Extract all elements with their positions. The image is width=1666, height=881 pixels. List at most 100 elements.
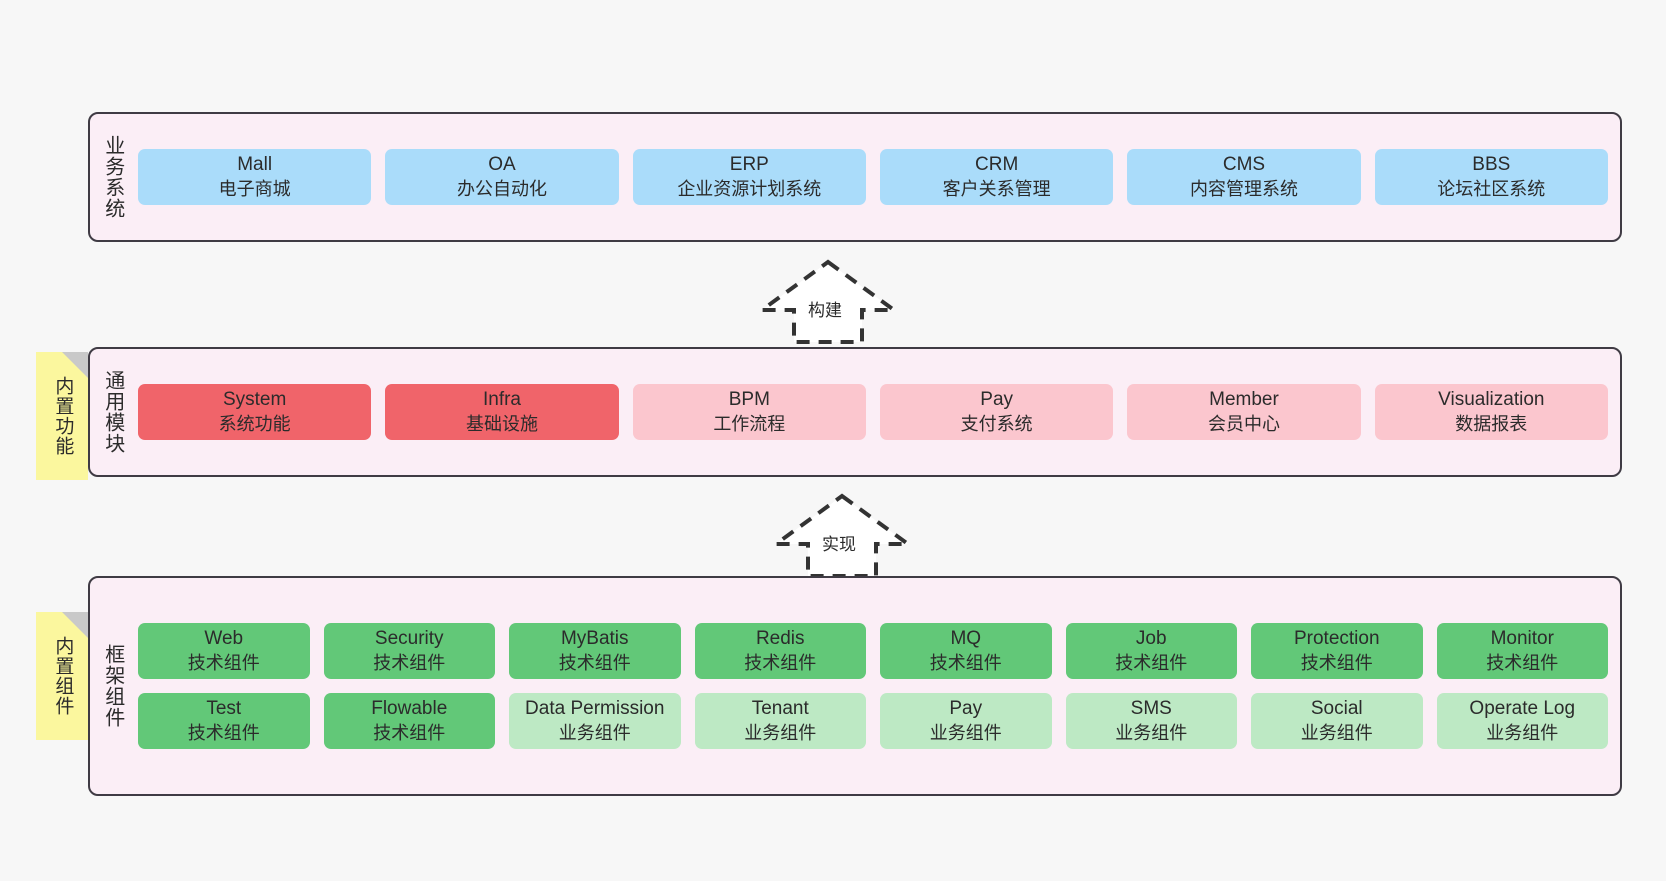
module-name-en: Data Permission [525,698,665,719]
connector-implement-arrow: 实现 [769,492,915,578]
module-card-cms[interactable]: CMS 内容管理系统 [1127,148,1361,206]
layer-title-business-system: 业务系统 [101,135,124,219]
module-card-oa[interactable]: OA 办公自动化 [385,148,619,206]
module-name-en: System [222,388,287,410]
module-name-cn: 办公自动化 [456,178,547,199]
module-card-tenant[interactable]: Tenant 业务组件 [694,693,866,750]
layer-framework-component: 框架组件 Web 技术组件 Security 技术组件 MyBatis 技术组件… [88,576,1622,796]
module-name-cn: 内容管理系统 [1189,178,1298,199]
module-name-cn: 基础设施 [465,413,538,434]
module-name-en: BPM [728,388,770,410]
layer-title-framework-component: 框架组件 [101,644,124,728]
module-name-en: ERP [729,153,769,175]
module-name-en: Tenant [751,698,809,719]
row-tech-components: Web 技术组件 Security 技术组件 MyBatis 技术组件 Redi… [138,622,1608,679]
module-card-crm[interactable]: CRM 客户关系管理 [879,148,1114,206]
module-name-cn: 工作流程 [713,413,786,434]
module-name-en: Operate Log [1469,698,1576,719]
module-name-en: OA [488,153,516,175]
module-card-data-permission[interactable]: Data Permission 业务组件 [509,693,681,750]
module-name-cn: 技术组件 [373,722,446,743]
module-name-cn: 电子商城 [218,178,291,199]
module-card-flowable[interactable]: Flowable 技术组件 [323,693,495,750]
module-name-cn: 论坛社区系统 [1437,178,1546,199]
module-card-job[interactable]: Job 技术组件 [1065,622,1237,679]
module-card-mall[interactable]: Mall 电子商城 [138,148,372,206]
row-business-systems: Mall 电子商城 OA 办公自动化 ERP 企业资源计划系统 CRM 客户关系… [138,148,1608,206]
layer-common-module: 通用模块 System 系统功能 Infra 基础设施 BPM 工作流程 Pay… [88,347,1622,477]
module-name-cn: 业务组件 [558,722,631,743]
module-card-mq[interactable]: MQ 技术组件 [880,622,1052,679]
module-name-cn: 技术组件 [1486,652,1559,673]
sticky-note-builtin-function: 内置功能 [36,352,88,480]
module-name-cn: 技术组件 [1300,652,1373,673]
note-fold-icon [62,612,88,638]
module-card-sms[interactable]: SMS 业务组件 [1065,693,1237,750]
sticky-note-text: 内置组件 [52,636,74,716]
module-card-monitor[interactable]: Monitor 技术组件 [1436,622,1608,679]
module-name-en: Redis [755,627,805,649]
module-name-en: Social [1310,698,1363,719]
module-name-en: Pay [949,698,983,719]
module-name-cn: 业务组件 [929,722,1002,743]
module-card-system[interactable]: System 系统功能 [138,383,372,441]
layer-title-common-module: 通用模块 [101,370,124,454]
module-card-visualization[interactable]: Visualization 数据报表 [1374,383,1608,441]
module-name-cn: 技术组件 [1115,652,1188,673]
layer-body-framework-component: Web 技术组件 Security 技术组件 MyBatis 技术组件 Redi… [134,578,1620,794]
row-business-components: Test 技术组件 Flowable 技术组件 Data Permission … [138,693,1608,750]
module-card-pay[interactable]: Pay 支付系统 [879,383,1114,441]
layer-body-business-system: Mall 电子商城 OA 办公自动化 ERP 企业资源计划系统 CRM 客户关系… [134,114,1620,240]
module-card-erp[interactable]: ERP 企业资源计划系统 [632,148,866,206]
module-name-en: Infra [482,388,521,410]
connector-build-label: 构建 [808,301,842,320]
module-name-en: CMS [1222,153,1266,175]
module-name-cn: 技术组件 [187,652,260,673]
module-name-cn: 业务组件 [744,722,817,743]
module-name-cn: 会员中心 [1207,413,1280,434]
module-card-test[interactable]: Test 技术组件 [138,693,310,750]
module-name-en: CRM [975,153,1019,175]
module-name-en: Security [374,627,444,649]
connector-build-arrow: 构建 [755,258,901,344]
module-card-pay-component[interactable]: Pay 业务组件 [880,693,1052,750]
module-card-social[interactable]: Social 业务组件 [1251,693,1423,750]
module-name-cn: 技术组件 [187,722,260,743]
module-name-en: Protection [1293,627,1380,649]
module-card-security[interactable]: Security 技术组件 [323,622,495,679]
module-card-redis[interactable]: Redis 技术组件 [694,622,866,679]
module-name-cn: 系统功能 [218,413,291,434]
module-card-mybatis[interactable]: MyBatis 技术组件 [509,622,681,679]
module-card-infra[interactable]: Infra 基础设施 [385,383,619,441]
layer-business-system: 业务系统 Mall 电子商城 OA 办公自动化 ERP 企业资源计划系统 CRM… [88,112,1622,242]
module-card-operate-log[interactable]: Operate Log 业务组件 [1436,693,1608,750]
module-name-cn: 技术组件 [929,652,1002,673]
module-name-en: Member [1209,388,1279,410]
module-name-cn: 支付系统 [960,413,1033,434]
connector-implement-label: 实现 [822,535,856,554]
note-fold-icon [62,352,88,378]
module-name-cn: 数据报表 [1455,413,1528,434]
layer-body-common-module: System 系统功能 Infra 基础设施 BPM 工作流程 Pay 支付系统… [134,349,1620,475]
module-name-en: Pay [980,388,1014,410]
module-name-en: SMS [1130,698,1172,719]
module-name-cn: 业务组件 [1300,722,1373,743]
module-name-en: Job [1135,627,1167,649]
module-name-cn: 业务组件 [1486,722,1559,743]
module-card-web[interactable]: Web 技术组件 [138,622,310,679]
module-name-cn: 技术组件 [558,652,631,673]
module-card-member[interactable]: Member 会员中心 [1127,383,1361,441]
module-card-bbs[interactable]: BBS 论坛社区系统 [1374,148,1608,206]
module-name-en: Visualization [1438,388,1545,410]
module-name-cn: 技术组件 [373,652,446,673]
module-name-en: Test [206,698,242,719]
module-name-en: Mall [237,153,273,175]
sticky-note-builtin-component: 内置组件 [36,612,88,740]
module-name-en: Flowable [371,698,448,719]
module-name-en: Web [204,627,244,649]
row-common-modules: System 系统功能 Infra 基础设施 BPM 工作流程 Pay 支付系统… [138,383,1608,441]
module-name-cn: 客户关系管理 [942,178,1051,199]
module-card-protection[interactable]: Protection 技术组件 [1251,622,1423,679]
module-card-bpm[interactable]: BPM 工作流程 [632,383,866,441]
